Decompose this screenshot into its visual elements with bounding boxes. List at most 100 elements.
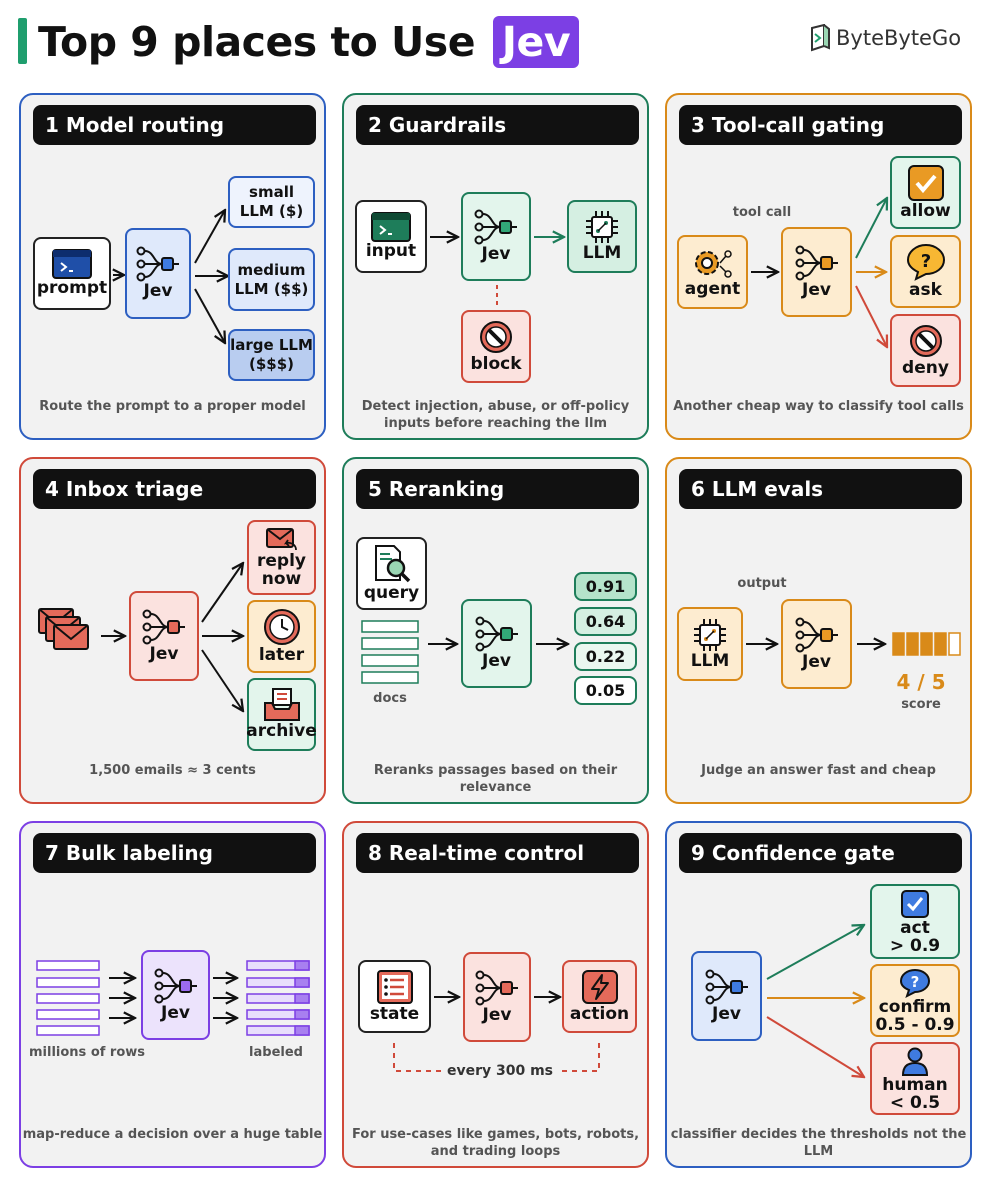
confirm-label: confirm: [878, 996, 952, 1017]
prompt-label: prompt: [36, 278, 108, 298]
jev-node: Jev: [461, 192, 531, 281]
reply-now-node: reply now: [247, 520, 316, 595]
panel-heading: 1 Model routing: [33, 105, 316, 145]
unlabeled-rows-icon: [36, 960, 100, 1036]
clock-icon: [263, 609, 300, 645]
panel-real-time-control: 8 Real-time control state Jev action eve: [342, 821, 649, 1168]
jev-node: Jev: [141, 950, 210, 1040]
reranking-graphics: [361, 620, 651, 684]
question-bubble-icon: ?: [906, 243, 945, 281]
jev-label: Jev: [481, 244, 511, 264]
llm-label: LLM: [690, 650, 730, 671]
human-label: human: [882, 1074, 948, 1095]
archive-label: archive: [246, 721, 317, 741]
panel-caption: map-reduce a decision over a huge table: [22, 1127, 323, 1142]
score-meter-segment: [948, 632, 961, 656]
jev-node: Jev: [781, 599, 852, 689]
jev-node: Jev: [129, 591, 199, 681]
gating-arrows: [751, 95, 974, 442]
allow-label: allow: [900, 201, 951, 221]
llm-node: LLM: [567, 200, 637, 273]
archive-node: archive: [246, 678, 317, 751]
panel-heading: 9 Confidence gate: [679, 833, 962, 873]
agent-label: agent: [684, 278, 741, 299]
input-node: input: [355, 200, 427, 273]
jev-label: Jev: [161, 1002, 190, 1023]
small-llm-node: small LLM ($): [228, 176, 315, 228]
panel-caption: For use-cases like games, bots, robots, …: [351, 1127, 640, 1159]
confirm-node: ? confirm 0.5 - 0.9: [870, 964, 960, 1037]
svg-text:?: ?: [911, 973, 920, 991]
question-bubble-icon: ?: [899, 968, 931, 998]
jev-label: Jev: [802, 651, 831, 672]
block-node: block: [461, 310, 531, 383]
human-node: human < 0.5: [870, 1042, 960, 1115]
later-label: later: [258, 645, 305, 665]
panel-heading: 8 Real-time control: [356, 833, 639, 873]
jev-label: Jev: [712, 1003, 741, 1024]
score-item: 0.91: [574, 572, 637, 601]
labeled-rows-icon: [246, 960, 310, 1036]
list-icon: [376, 970, 413, 1004]
score-meter-segment: [906, 632, 919, 656]
chip-icon: [586, 211, 618, 243]
docs-stack-icon: [361, 620, 419, 684]
panel-caption: Route the prompt to a proper model: [39, 399, 306, 414]
jev-router-icon: [475, 616, 518, 652]
panel-caption: Reranks passages based on their relevanc…: [373, 763, 618, 795]
block-label: block: [470, 354, 522, 374]
guardrails-arrows: [430, 95, 651, 309]
tool-call-annotation: tool call: [732, 205, 792, 220]
loop-label: every 300 ms: [446, 1063, 554, 1079]
reply-mail-icon: [265, 527, 297, 550]
gate-arrows: [766, 823, 974, 1170]
panel-guardrails: 2 Guardrails input Jev LLM: [342, 93, 649, 440]
jev-node: Jev: [781, 227, 852, 317]
terminal-icon: [52, 249, 92, 279]
jev-router-icon: [136, 246, 179, 282]
score-item: 0.22: [574, 642, 637, 671]
page-title: Top 9 places to Use Jev: [38, 14, 580, 70]
jev-router-icon: [142, 609, 185, 644]
jev-router-icon: [474, 209, 517, 245]
person-icon: [901, 1047, 929, 1076]
triage-graphics: [38, 459, 328, 806]
jev-label: Jev: [482, 1004, 512, 1025]
allow-node: allow: [890, 156, 961, 229]
small-llm-label: small LLM ($): [239, 183, 304, 220]
rows-label: millions of rows: [29, 1045, 146, 1060]
deny-label: deny: [902, 358, 949, 378]
lightning-icon: [581, 970, 618, 1004]
panel-caption: Detect injection, abuse, or off-policy i…: [361, 399, 630, 431]
title-accent-bar: [18, 18, 27, 64]
state-node: state: [358, 960, 431, 1033]
block-icon: [480, 321, 512, 353]
human-range: < 0.5: [889, 1092, 941, 1113]
ask-label: ask: [909, 280, 942, 300]
realtime-graphics: [393, 823, 600, 1072]
score-item: 0.05: [574, 676, 637, 705]
score-item: 0.64: [574, 607, 637, 636]
jev-node: Jev: [461, 599, 532, 688]
score-value: 0.22: [585, 647, 626, 666]
bytebytego-logo-icon: [811, 24, 830, 52]
panel-heading: 2 Guardrails: [356, 105, 639, 145]
page-title-highlight: Jev: [492, 16, 580, 68]
jev-label: Jev: [802, 279, 831, 300]
score-value: 0.05: [585, 681, 626, 700]
panel-heading: 7 Bulk labeling: [33, 833, 316, 873]
panel-inbox-triage: 4 Inbox triage Jev reply now: [19, 457, 326, 804]
panel-heading: 5 Reranking: [356, 469, 639, 509]
svg-text:?: ?: [920, 251, 930, 272]
emails-icon: [38, 608, 89, 650]
jev-router-icon: [795, 617, 838, 652]
panel-caption: classifier decides the thresholds not th…: [670, 1127, 967, 1159]
panel-model-routing: 1 Model routing prompt Jev small LLM ($)…: [19, 93, 326, 440]
llm-label: LLM: [582, 243, 622, 263]
evals-graphics: [746, 632, 961, 656]
large-llm-node: large LLM ($$$): [228, 329, 315, 381]
reply-now-label: reply now: [257, 550, 306, 589]
panel-confidence-gate: 9 Confidence gate Jev act > 0.9 ? confir…: [665, 821, 972, 1168]
jev-label: Jev: [143, 281, 173, 301]
routing-arrows: [21, 95, 328, 442]
